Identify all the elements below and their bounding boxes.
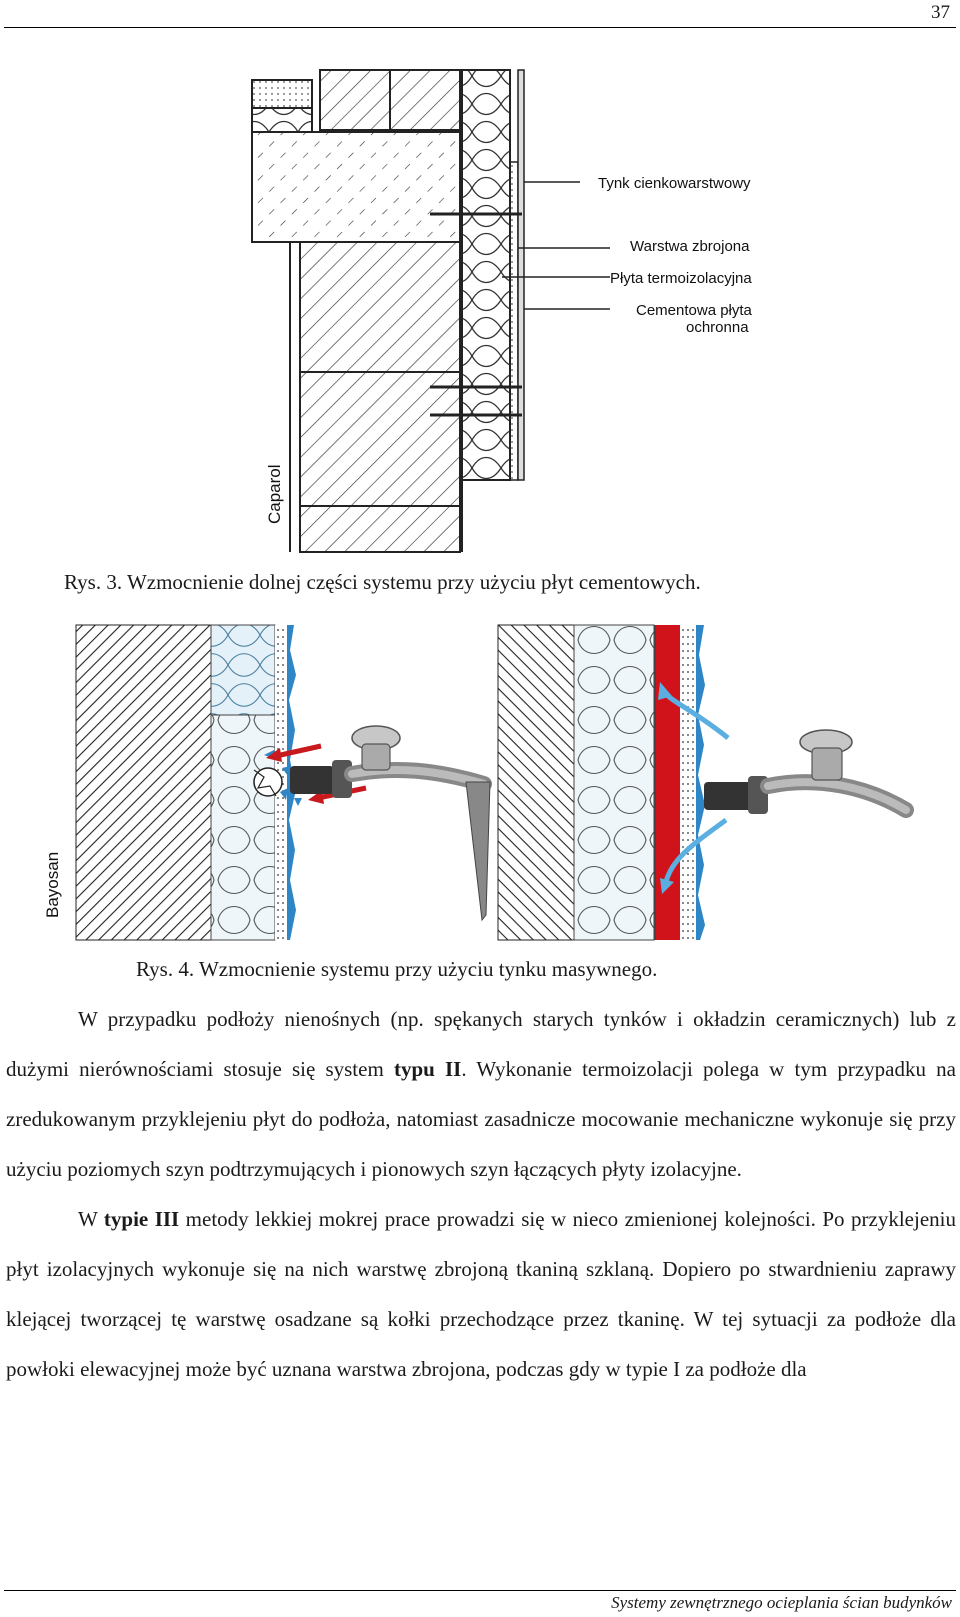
- figure-3-caption: Rys. 3. Wzmocnienie dolnej części system…: [64, 570, 701, 594]
- footer-rule: [4, 1590, 956, 1591]
- label-tynk: Tynk cienkowarstwowy: [598, 175, 751, 192]
- label-warstwa: Warstwa zbrojona: [630, 238, 750, 255]
- label-plyta: Płyta termoizolacyjna: [610, 270, 752, 287]
- p1-text-c: . Wykonanie termoizolacji polega w tym p…: [6, 1057, 956, 1181]
- body-text: W przypadku podłoży nienośnych (np. spęk…: [6, 994, 956, 1394]
- figure-4-drawing: Bayosan: [43, 624, 914, 941]
- page-number: 37: [931, 2, 950, 23]
- label-cementowa-1: Cementowa płyta: [636, 302, 753, 319]
- footer-title: Systemy zewnętrznego ocieplania ścian bu…: [611, 1593, 952, 1612]
- label-cementowa-2: ochronna: [686, 319, 749, 336]
- credit-bayosan: Bayosan: [43, 852, 62, 918]
- figure-3-drawing: Tynk cienkowarstwowy Warstwa zbrojona Pł…: [251, 69, 753, 553]
- p2-bold-type-iii: typie III: [103, 1207, 180, 1231]
- header-rule: [4, 27, 956, 28]
- p1-bold-type-ii: typu II: [393, 1057, 462, 1081]
- paragraph-type-iii: W typie III metody lekkiej mokrej prace …: [6, 1194, 956, 1394]
- credit-caparol: Caparol: [265, 464, 284, 524]
- p1-text-a: W przypadku podłoży nienośnych (np. spęk…: [6, 1007, 956, 1081]
- paragraph-type-ii: W przypadku podłoży nienośnych (np. spęk…: [6, 994, 956, 1194]
- p2-text-a: W: [78, 1207, 104, 1231]
- p2-text-c: metody lekkiej mokrej prace prowadzi się…: [6, 1207, 956, 1381]
- figure-4-caption: Rys. 4. Wzmocnienie systemu przy użyciu …: [136, 957, 658, 981]
